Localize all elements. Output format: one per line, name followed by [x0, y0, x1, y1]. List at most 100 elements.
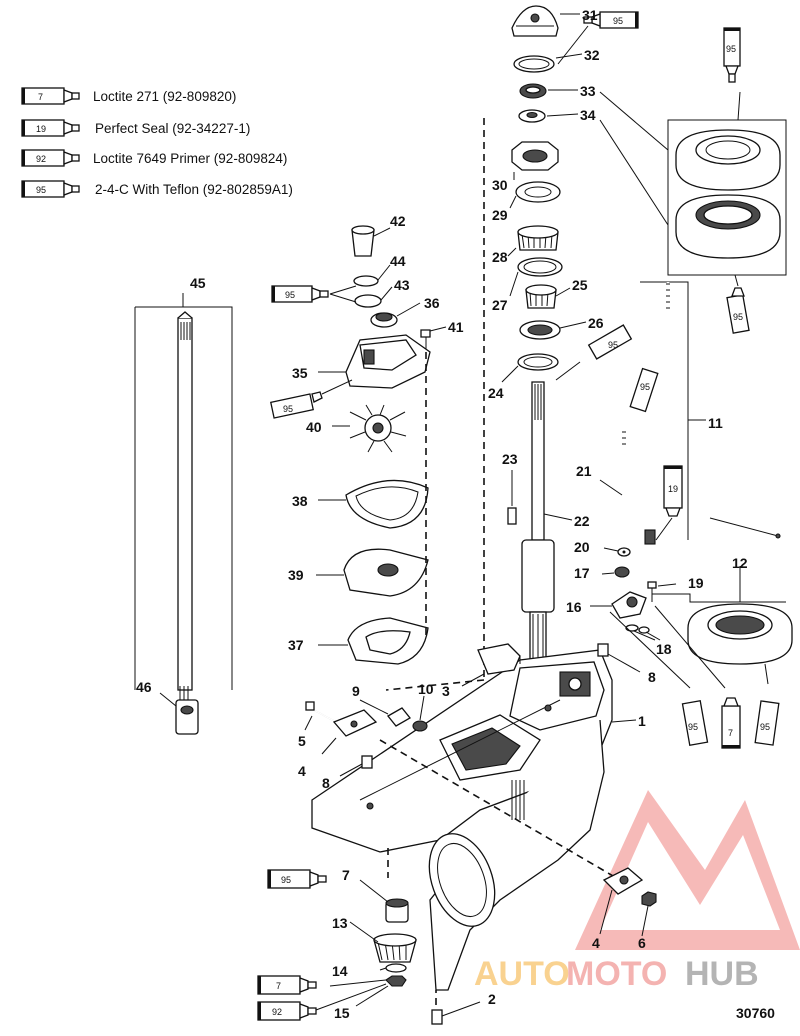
legend-code: 19 [36, 124, 46, 134]
callout-20: 20 [574, 539, 590, 555]
tube-label: 95 [281, 875, 291, 885]
tube-label: 95 [733, 312, 743, 322]
tube-label: 19 [668, 484, 678, 494]
callout-16: 16 [566, 599, 582, 615]
legend-item-92: 92 Loctite 7649 Primer (92-809824) [21, 149, 287, 167]
callout-35: 35 [292, 365, 308, 381]
tube-label: 95 [640, 382, 650, 392]
tube-95: 95 [270, 391, 323, 419]
callout-46: 46 [136, 679, 152, 695]
callout-14: 14 [332, 963, 348, 979]
part-40-impeller [332, 404, 407, 453]
tube-95: 95 [754, 700, 780, 746]
part-45-driveshaft-group [134, 293, 233, 735]
callout-31: 31 [582, 7, 598, 23]
legend-text: Perfect Seal (92-34227-1) [95, 121, 250, 136]
callout-22: 22 [574, 513, 590, 529]
callout-8: 8 [322, 775, 330, 791]
callout-24: 24 [488, 385, 504, 401]
shift-rod-parts [590, 281, 793, 689]
legend-item-19: 19 Perfect Seal (92-34227-1) [21, 119, 250, 137]
tube-label: 95 [283, 404, 293, 414]
callout-27: 27 [492, 297, 508, 313]
tube-95: 95 [587, 324, 633, 360]
tube-19: 19 [663, 465, 683, 517]
tube-95: 95 [681, 700, 709, 746]
callout-19: 19 [688, 575, 704, 591]
tube-92: 92 [257, 1001, 317, 1021]
callout-13: 13 [332, 915, 348, 931]
callout-7: 7 [342, 867, 350, 883]
callout-numbers: 31 32 33 34 30 29 28 27 25 26 24 23 22 2… [136, 7, 775, 1021]
tube-label: 95 [285, 290, 295, 300]
callout-4: 4 [298, 763, 306, 779]
callout-32: 32 [584, 47, 600, 63]
callout-23: 23 [502, 451, 518, 467]
callout-39: 39 [288, 567, 304, 583]
callout-8: 8 [648, 669, 656, 685]
tube-7: 7 [721, 697, 741, 749]
callout-26: 26 [588, 315, 604, 331]
lubricant-tubes: 95 95 95 95 95 [257, 11, 780, 1021]
figure-number: 30760 [736, 1005, 775, 1021]
tube-7: 7 [257, 975, 317, 995]
legend-item-7: 7 Loctite 271 (92-809820) [21, 87, 236, 105]
front-small-parts [304, 643, 657, 1025]
bearing-detail-box [599, 91, 787, 287]
callout-37: 37 [288, 637, 304, 653]
callout-40: 40 [306, 419, 322, 435]
callout-29: 29 [492, 207, 508, 223]
tube-95: 95 [726, 287, 750, 334]
legend-code: 95 [36, 185, 46, 195]
bearing-stack [501, 5, 587, 671]
tube-95: 95 [723, 27, 741, 83]
tube-95: 95 [583, 11, 639, 29]
callout-30: 30 [492, 177, 508, 193]
tube-label: 95 [726, 44, 736, 54]
callout-11: 11 [708, 415, 723, 431]
callout-21: 21 [576, 463, 592, 479]
callout-17: 17 [574, 565, 590, 581]
callout-38: 38 [292, 493, 308, 509]
tube-label: 92 [272, 1007, 282, 1017]
callout-43: 43 [394, 277, 410, 293]
water-pump-parts [316, 118, 485, 691]
callout-5: 5 [298, 733, 306, 749]
tube-label: 95 [608, 340, 618, 350]
callout-41: 41 [448, 319, 464, 335]
watermark-auto: AUTO [474, 955, 570, 993]
callout-9: 9 [352, 683, 360, 699]
legend-text: Loctite 271 (92-809820) [93, 89, 236, 104]
tube-label: 7 [276, 981, 281, 991]
part-1-gear-housing [311, 649, 637, 1005]
callout-1: 1 [638, 713, 646, 729]
callout-28: 28 [492, 249, 508, 265]
callout-15: 15 [334, 1005, 350, 1021]
legend-text: Loctite 7649 Primer (92-809824) [93, 151, 287, 166]
callout-42: 42 [390, 213, 406, 229]
callout-10: 10 [418, 681, 434, 697]
callout-36: 36 [424, 295, 440, 311]
callout-44: 44 [390, 253, 406, 269]
watermark-moto: MOTO [566, 955, 667, 993]
callout-6: 6 [638, 935, 646, 951]
tube-95: 95 [271, 285, 329, 303]
callout-18: 18 [656, 641, 672, 657]
callout-3: 3 [442, 683, 450, 699]
tube-95: 95 [267, 869, 327, 889]
callout-33: 33 [580, 83, 596, 99]
callout-25: 25 [572, 277, 588, 293]
watermark-hub: HUB [685, 955, 759, 993]
callout-4: 4 [592, 935, 600, 951]
sealant-legend: 7 Loctite 271 (92-809820) 19 Perfect Sea… [21, 87, 293, 198]
tube-95: 95 [629, 367, 659, 413]
legend-code: 92 [36, 154, 46, 164]
callout-2: 2 [488, 991, 496, 1007]
legend-item-95: 95 2-4-C With Teflon (92-802859A1) [21, 180, 293, 198]
callout-45: 45 [190, 275, 206, 291]
legend-text: 2-4-C With Teflon (92-802859A1) [95, 182, 293, 197]
tube-label: 95 [760, 722, 770, 732]
tube-label: 95 [613, 16, 623, 26]
tube-label: 7 [728, 728, 733, 738]
